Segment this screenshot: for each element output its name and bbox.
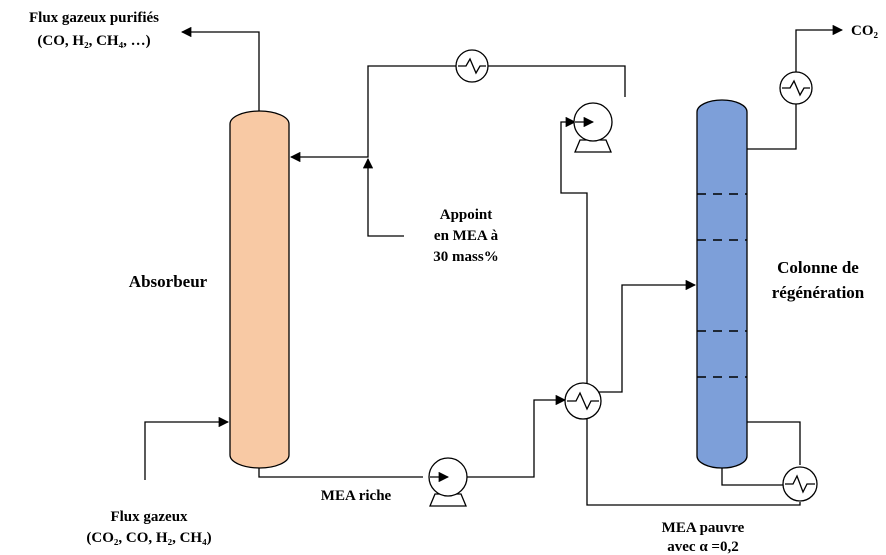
inlet-gas-label: Flux gazeux	[110, 509, 188, 525]
reboiler-loop-line	[747, 421, 801, 465]
reboiler-return-line	[721, 468, 783, 486]
pump-icon	[573, 102, 613, 153]
cooler-to-absorber-line	[289, 65, 456, 163]
co2-outlet-line	[795, 24, 844, 72]
makeup-label-line1: Appoint	[440, 207, 493, 223]
makeup-label-line3: 30 mass%	[433, 249, 498, 265]
inlet-gas-line	[144, 416, 230, 480]
heat-exchanger-icon	[455, 49, 489, 83]
rich-mea-line	[258, 468, 423, 478]
rich-mea-label: MEA riche	[321, 488, 392, 504]
regenerator-label-line1: Colonne de	[777, 258, 859, 277]
heat-exchanger-icon	[779, 71, 813, 105]
regenerator-trays	[697, 193, 747, 378]
heat-exchanger-icon	[782, 466, 818, 502]
pump-icon	[428, 457, 468, 507]
lean-mea-label-line1: MEA pauvre	[662, 520, 745, 536]
outlet-gas-composition-label: (CO, H₂, CH₄, …)	[37, 33, 150, 49]
heat-exchanger-icon	[564, 382, 602, 420]
inlet-gas-composition-label: (CO₂, CO, H₂, CH₄)	[86, 530, 211, 546]
absorber-column	[229, 110, 290, 469]
regenerator-label-line2: régénération	[772, 283, 865, 302]
co2-label: CO₂	[851, 23, 879, 39]
mea-makeup-line	[362, 157, 404, 237]
lean-mea-to-pump-line	[560, 116, 588, 383]
regenerator-feed-line	[598, 279, 697, 393]
purified-gas-line	[180, 26, 260, 111]
absorber-label: Absorbeur	[129, 272, 208, 291]
outlet-gas-label: Flux gazeux purifiés	[29, 10, 159, 26]
makeup-label-line2: en MEA à	[434, 228, 499, 244]
overhead-vapor-line	[747, 104, 797, 150]
lean-mea-label-line2: avec α =0,2	[667, 539, 738, 555]
pump-to-cooler-line	[488, 65, 626, 97]
rich-mea-to-exchanger-line	[455, 394, 567, 478]
regenerator-column	[696, 99, 748, 469]
lean-mea-line	[586, 419, 801, 506]
